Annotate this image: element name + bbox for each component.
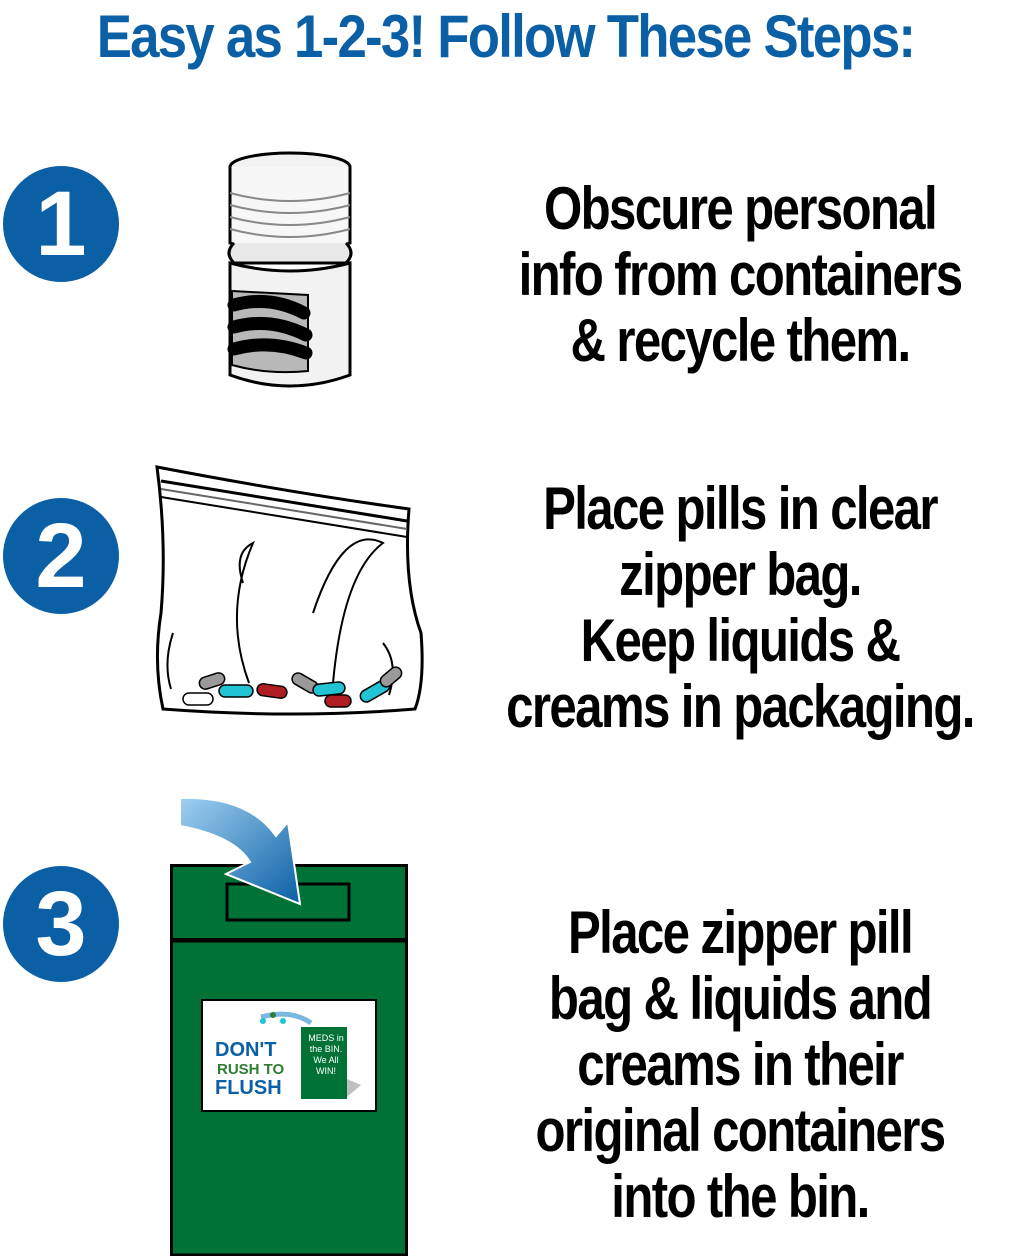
step-1-number: 1 xyxy=(3,166,119,282)
step-3-number: 3 xyxy=(3,866,119,982)
step-2-number: 2 xyxy=(3,498,119,614)
bin-label-meds-line: WIN! xyxy=(316,1066,336,1076)
step-2-line: Keep liquids & xyxy=(580,607,901,674)
step-1-text: Obscure personal info from containers & … xyxy=(486,176,994,374)
step-2-line: Place pills in clear xyxy=(543,475,938,542)
arrow-icon xyxy=(179,796,302,906)
step-2-line: zipper bag. xyxy=(619,541,862,608)
bin-label-meds-line: We All xyxy=(313,1055,339,1065)
step-3-line: into the bin. xyxy=(611,1163,870,1230)
step-1-line: & recycle them. xyxy=(570,307,911,374)
bin-label-graphic xyxy=(260,1011,361,1099)
step-3-line: creams in their xyxy=(577,1031,904,1098)
step-1-line: info from containers xyxy=(518,241,963,308)
step-1-line: Obscure personal xyxy=(543,175,938,242)
bin-label-rush: RUSH TO xyxy=(217,1061,285,1078)
step-3-line: bag & liquids and xyxy=(548,965,933,1032)
step-2-line: creams in packaging. xyxy=(506,673,975,740)
bin-label-flush: FLUSH xyxy=(215,1077,282,1099)
zipper-bag-icon xyxy=(155,465,424,716)
pill-bottle-icon xyxy=(227,151,353,388)
step-3-line: original containers xyxy=(535,1097,946,1164)
page-title: Easy as 1-2-3! Follow These Steps: xyxy=(96,3,916,70)
bin-label: DON'T RUSH TO FLUSH MEDS in the BIN. We … xyxy=(201,999,377,1112)
bin-label-dont: DON'T xyxy=(215,1039,277,1061)
step-2-text: Place pills in clear zipper bag. Keep li… xyxy=(486,476,994,740)
step-3-line: Place zipper pill xyxy=(568,899,914,966)
bin-label-meds: MEDS in the BIN. We All WIN! xyxy=(305,1033,347,1077)
bin-label-meds-line: MEDS in xyxy=(308,1033,344,1043)
bin-label-meds-line: the BIN. xyxy=(309,1044,343,1054)
step-3-text: Place zipper pill bag & liquids and crea… xyxy=(486,900,994,1230)
